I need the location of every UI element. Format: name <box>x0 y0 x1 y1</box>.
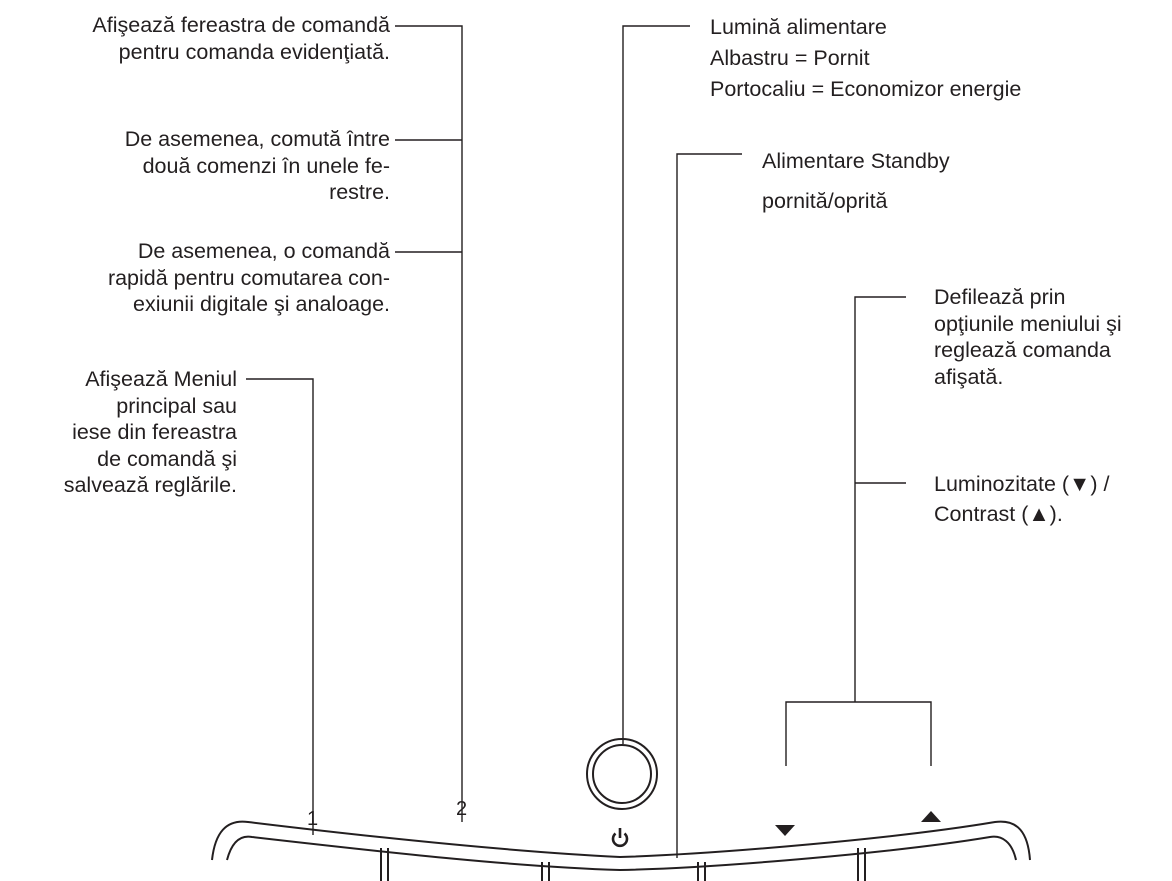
label-line: opţiunile meniului şi <box>934 311 1122 336</box>
label-line: Portocaliu = Economizor energie <box>710 77 1022 101</box>
leader-standby <box>676 153 742 858</box>
label-line: Contrast (▲). <box>934 502 1063 526</box>
label-line: Alimentare Standby <box>762 149 950 173</box>
label-line: reglează comanda <box>934 338 1111 362</box>
button-2-number: 2 <box>456 798 468 820</box>
label-line: Afişează fereastra de comandă <box>92 13 390 37</box>
label-line: salvează reglările. <box>63 473 237 497</box>
down-arrow-icon <box>775 825 795 836</box>
label-command-window: Afişează fereastra de comandă pentru com… <box>92 12 390 65</box>
label-line: afişată. <box>934 364 1004 389</box>
label-toggle-commands: De asemenea, comută între două comenzi î… <box>125 126 390 206</box>
label-line: pentru comanda evidenţiată. <box>118 39 390 64</box>
button-1-number: 1 <box>307 808 319 830</box>
up-arrow-icon <box>921 811 941 822</box>
label-line: Luminozitate (▼) / <box>934 472 1110 496</box>
label-line: De asemenea, o comandă <box>137 239 390 263</box>
label-digital-analog-shortcut: De asemenea, o comandă rapidă pentru com… <box>108 238 390 318</box>
label-line: două comenzi în unele fe- <box>142 153 390 178</box>
label-main-menu: Afişează Meniul principal sau iese din f… <box>64 366 237 499</box>
label-line: de comandă şi <box>97 446 237 471</box>
label-scroll-adjust: Defilează prin opţiunile meniului şi reg… <box>934 284 1122 390</box>
leader-power-light <box>622 25 690 744</box>
label-line: pornită/oprită <box>762 189 888 213</box>
label-power-light: Lumină alimentare Albastru = Pornit Port… <box>710 12 1021 105</box>
leader-lines <box>246 25 932 858</box>
label-line: Afişează Meniul <box>85 367 237 391</box>
label-line: restre. <box>329 180 390 204</box>
leader-scroll <box>854 296 906 702</box>
label-line: exiunii digitale şi analoage. <box>133 292 390 316</box>
label-line: De asemenea, comută între <box>124 127 390 151</box>
label-brightness-contrast: Luminozitate (▼) / Contrast (▲). <box>934 469 1109 529</box>
leader-button2-command-window <box>395 25 463 822</box>
leader-button1-menu <box>246 378 314 835</box>
power-icon <box>611 828 629 848</box>
label-line: Albastru = Pornit <box>710 46 870 70</box>
label-standby-power: Alimentare Standby pornită/oprită <box>762 141 950 221</box>
label-line: Defilează prin <box>934 285 1066 309</box>
label-line: principal sau <box>116 393 237 418</box>
label-line: rapidă pentru comutarea con- <box>107 265 390 290</box>
label-line: iese din fereastra <box>72 420 237 444</box>
leader-arrows-bracket <box>785 701 932 766</box>
label-line: Lumină alimentare <box>710 15 887 39</box>
power-light-indicator <box>586 738 658 810</box>
monitor-bezel <box>211 820 1031 881</box>
